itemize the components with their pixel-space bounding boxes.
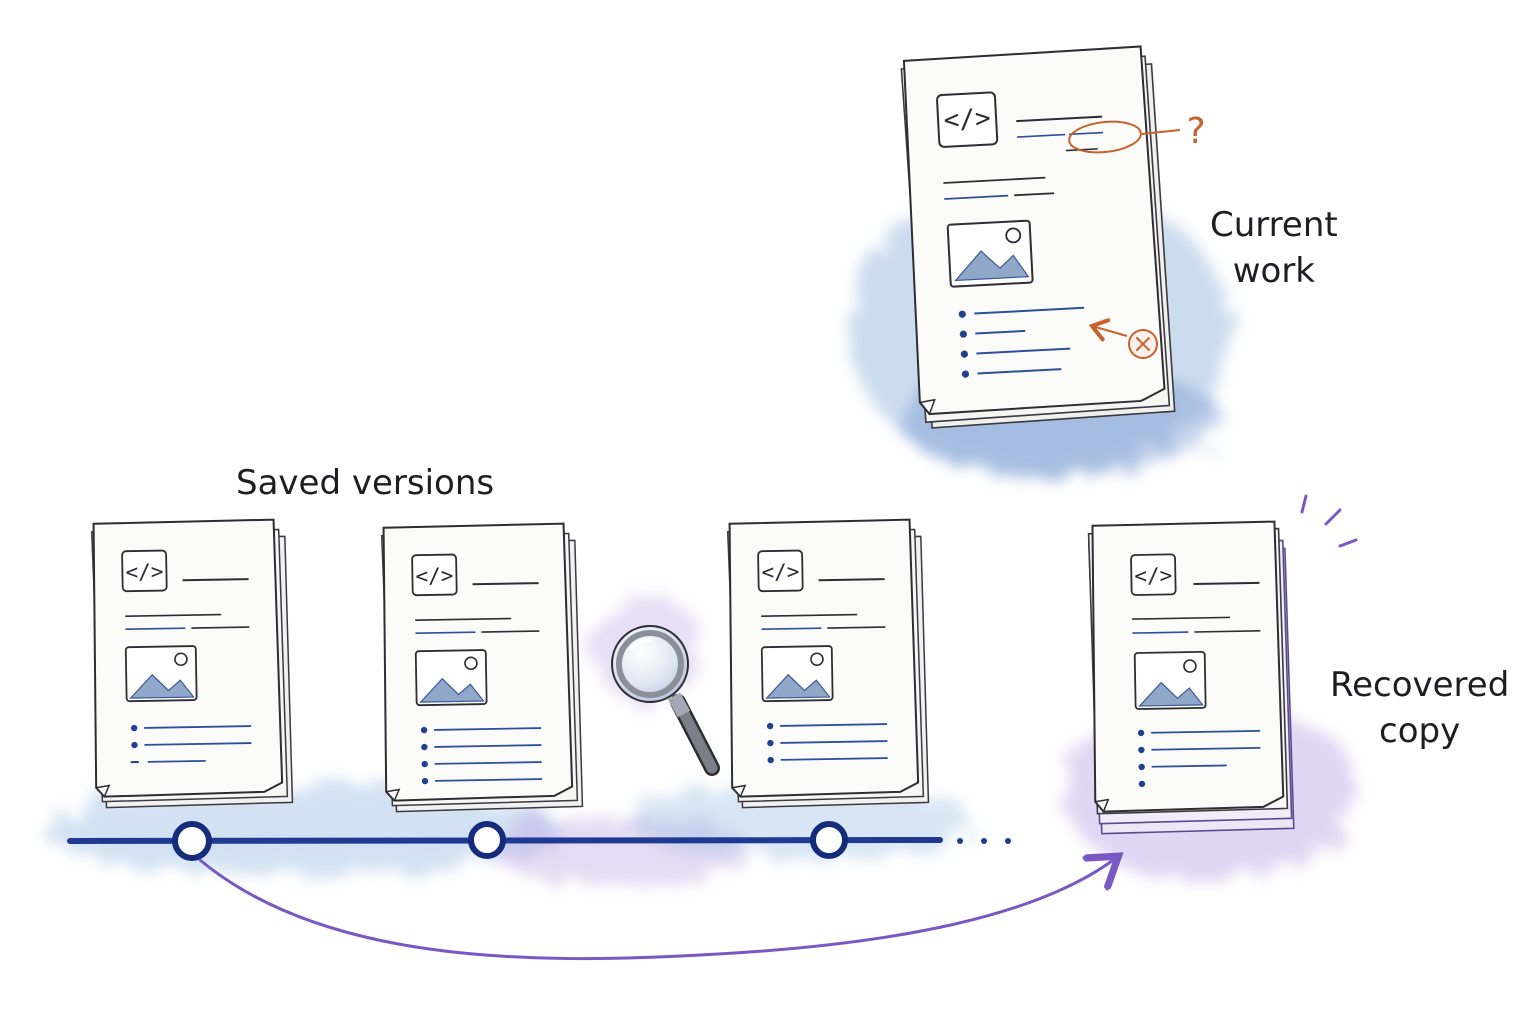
- code-brackets-icon: </>: [757, 549, 804, 593]
- saved-versions-text: Saved versions: [236, 463, 495, 503]
- recovered-copy-line2: copy: [1379, 711, 1461, 751]
- recovered-copy-label: Recovered copy: [1330, 662, 1509, 754]
- recovery-arrow: [198, 858, 1116, 961]
- version-timeline: [67, 821, 1011, 861]
- mountain-image-icon: [124, 645, 198, 703]
- code-glyph: </>: [1134, 563, 1172, 588]
- timeline-continuation-dot: [1005, 838, 1011, 844]
- magnifier-icon[interactable]: [611, 625, 720, 776]
- code-glyph: </>: [415, 564, 453, 589]
- recovered-copy-line1: Recovered: [1330, 665, 1510, 705]
- saved-versions-label: Saved versions: [236, 460, 494, 506]
- code-brackets-icon: </>: [121, 549, 168, 593]
- mountain-image-icon: [760, 645, 834, 703]
- current-work-label: Current work: [1210, 202, 1338, 294]
- code-brackets-icon: </>: [1130, 553, 1177, 596]
- saved-version-doc-2[interactable]: </>: [380, 522, 584, 813]
- x-circle-icon: [1088, 318, 1158, 359]
- question-mark-icon: ?: [1186, 111, 1205, 152]
- timeline-continuation-dot: [957, 838, 963, 844]
- mountain-image-icon: [946, 219, 1034, 288]
- current-work-line1: Current: [1210, 205, 1338, 245]
- mountain-image-icon: [1133, 650, 1207, 710]
- saved-version-doc-3[interactable]: </>: [726, 518, 930, 809]
- saved-version-doc-1[interactable]: </>: [90, 518, 294, 809]
- timeline-continuation-dot: [981, 838, 987, 844]
- current-work-doc[interactable]: </>: [900, 45, 1176, 429]
- question-annotation: ?: [1068, 111, 1206, 154]
- code-glyph: </>: [125, 560, 163, 585]
- code-brackets-icon: </>: [411, 553, 458, 597]
- timeline-node-3[interactable]: [810, 821, 848, 859]
- timeline-node-1[interactable]: [172, 821, 212, 861]
- current-work-line2: work: [1232, 251, 1315, 291]
- sparkle-icon: [1300, 494, 1358, 548]
- code-glyph: </>: [943, 103, 991, 135]
- timeline-node-2[interactable]: [468, 821, 506, 859]
- code-glyph: </>: [761, 560, 799, 585]
- code-brackets-icon: </>: [936, 91, 999, 148]
- mountain-image-icon: [414, 649, 488, 707]
- recovered-copy-doc[interactable]: </>: [1087, 520, 1295, 835]
